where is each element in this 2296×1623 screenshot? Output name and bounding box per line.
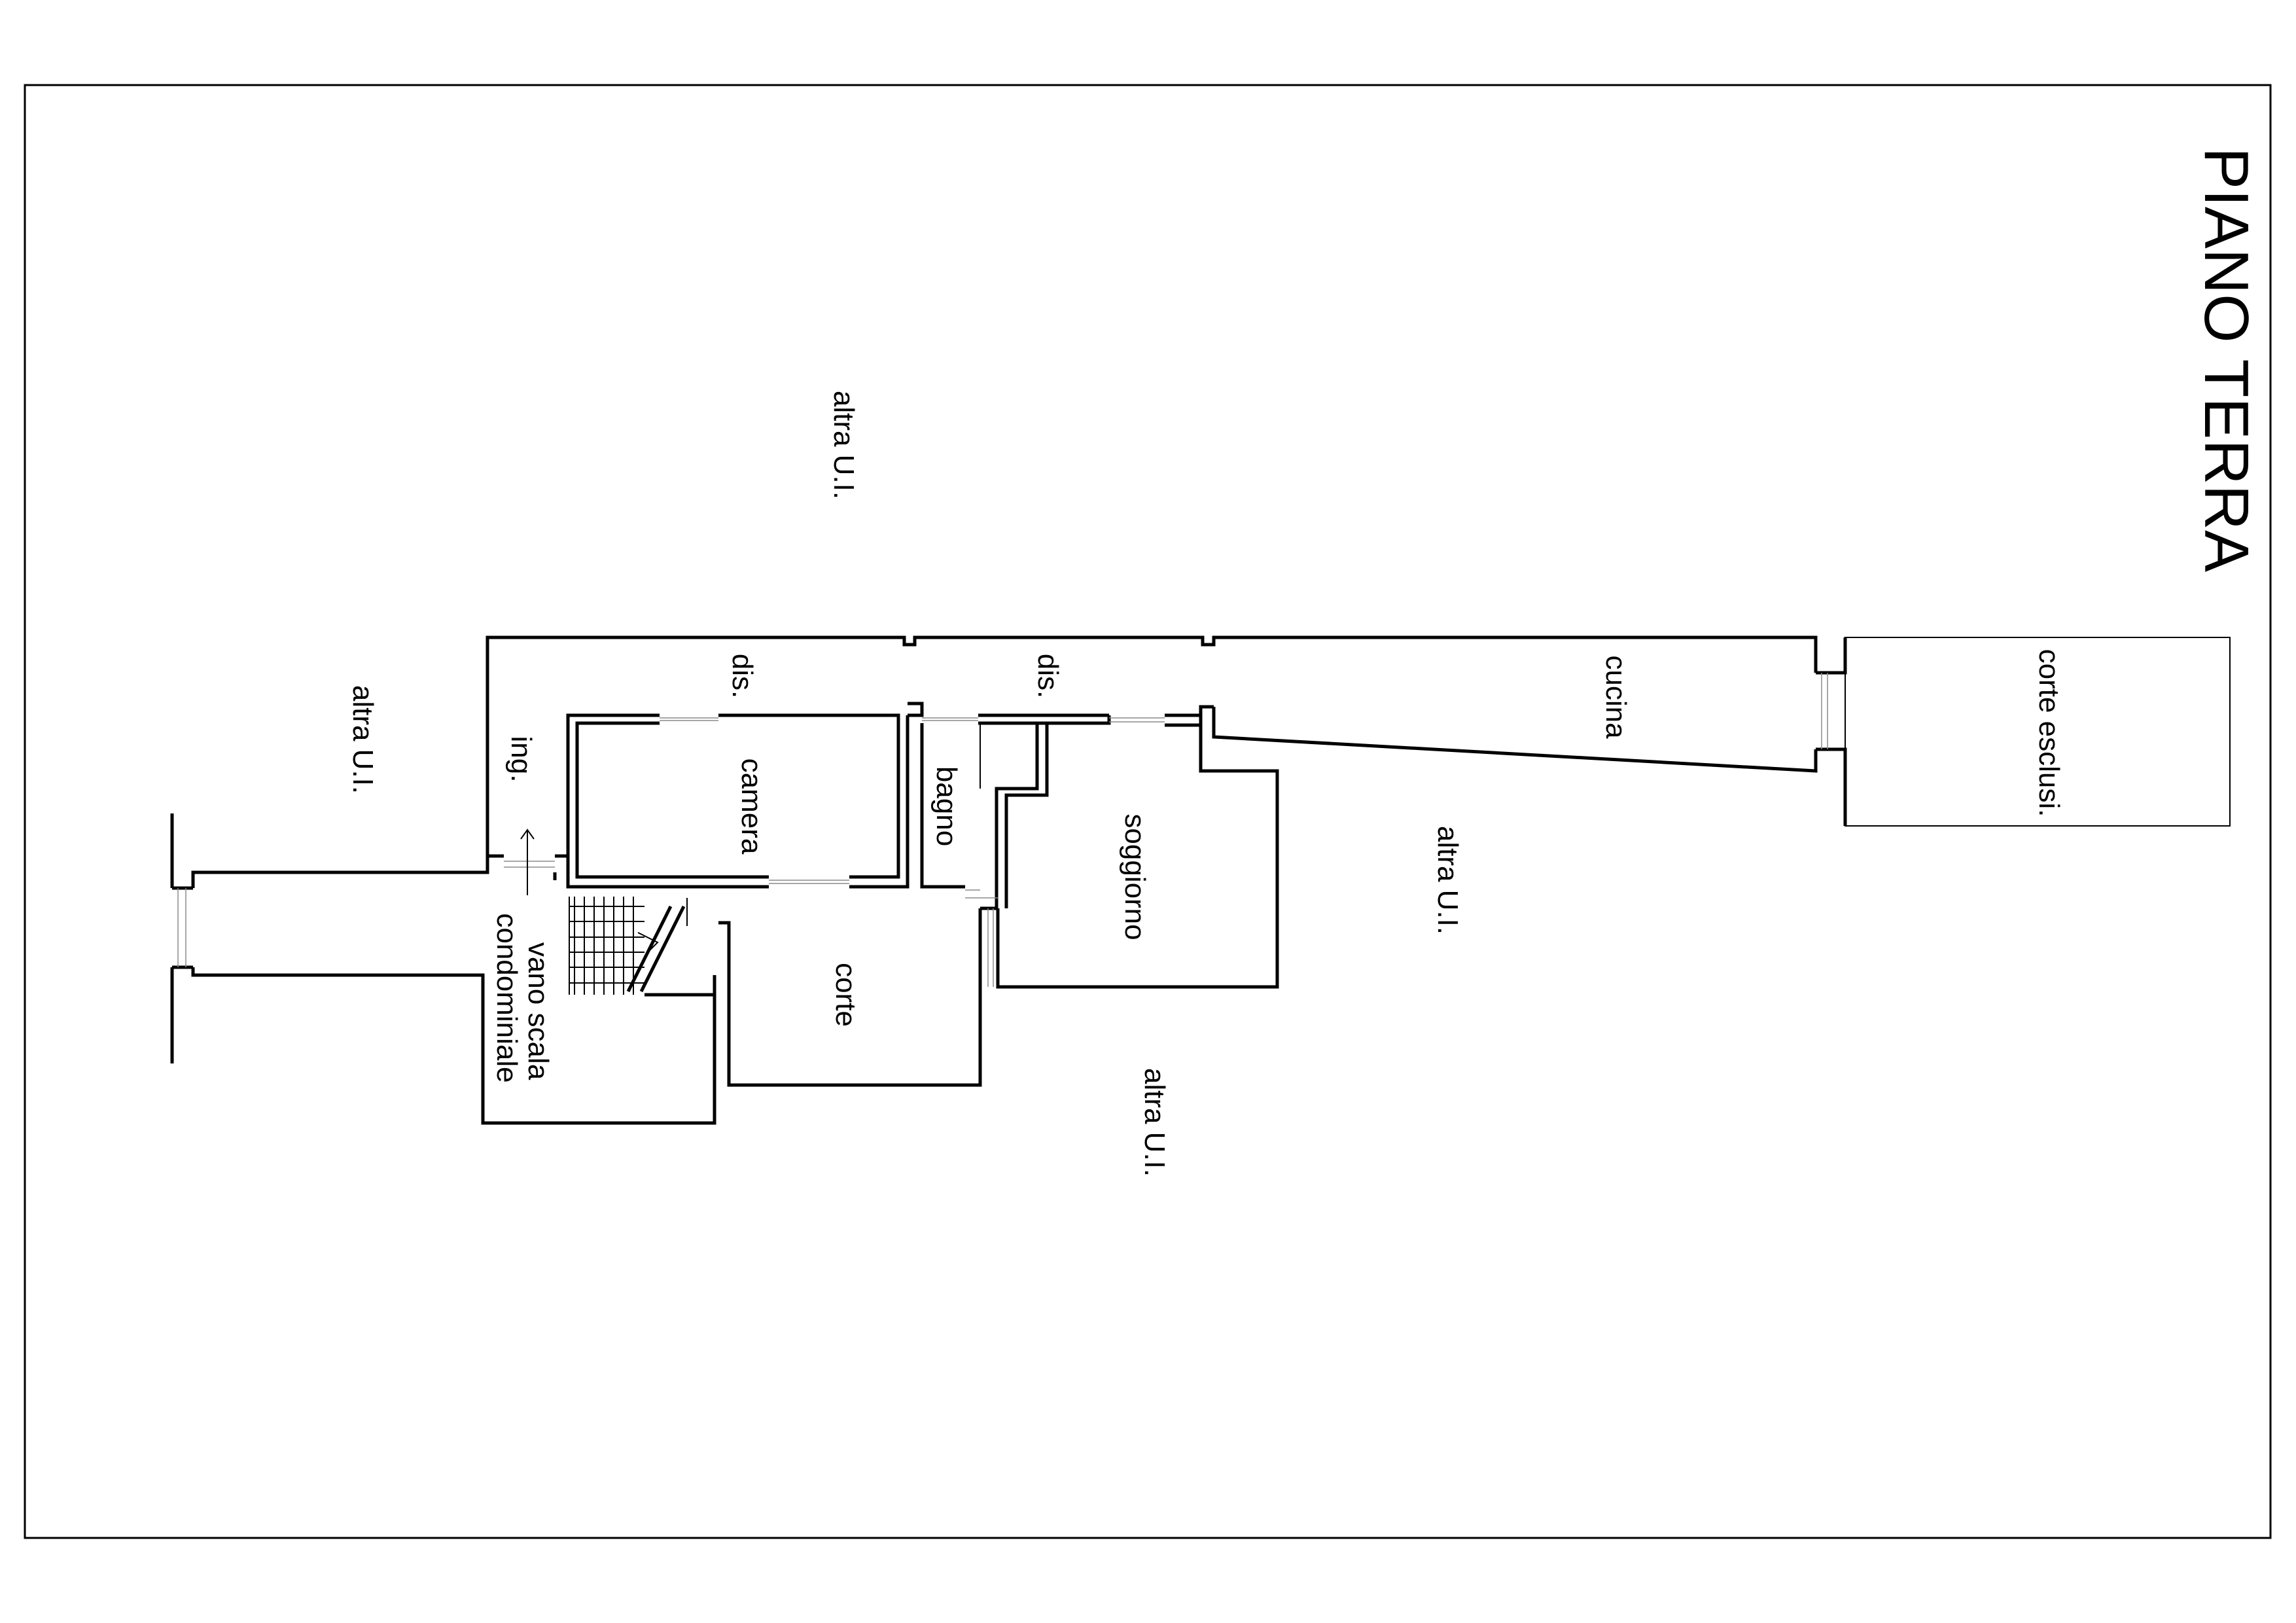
room-label-corte: corte [830,963,862,1027]
neighbour-label-right: altra U.I. [1432,826,1464,935]
neighbour-label-left: altra U.I. [347,685,379,794]
room-label-vano-scala: vano scala [522,942,554,1080]
room-label-disimpegno-2: dis. [1032,654,1064,698]
room-label-camera: camera [735,758,768,855]
room-label-soggiorno: soggiorno [1119,813,1151,940]
sheet-border [24,84,2272,1539]
room-label-corte-esclusiva: corte esclusi. [2033,649,2065,817]
neighbour-label-top: altra U.I. [828,391,860,499]
soggiorno-walls [987,705,1214,987]
sheet-title: PIANO TERRA [2191,147,2261,572]
cucina-opening [1816,637,1847,826]
room-label-ingresso: ing. [505,736,537,783]
room-label-disimpegno-1: dis. [726,654,758,698]
boundary-wall-left [170,813,193,1063]
bagno-walls [908,702,1111,910]
corte-esclusiva-area [1845,637,2231,827]
entrance-arrow [520,829,535,895]
staircase [569,897,688,995]
room-label-bagno: bagno [930,766,963,846]
room-label-condominiale: condominiale [491,913,523,1082]
neighbour-label-bottom: altra U.I. [1139,1068,1171,1177]
room-label-cucina: cucina [1600,655,1632,739]
camera-walls [566,713,910,889]
outer-walls [191,635,1818,1125]
entrance-door [504,854,568,868]
